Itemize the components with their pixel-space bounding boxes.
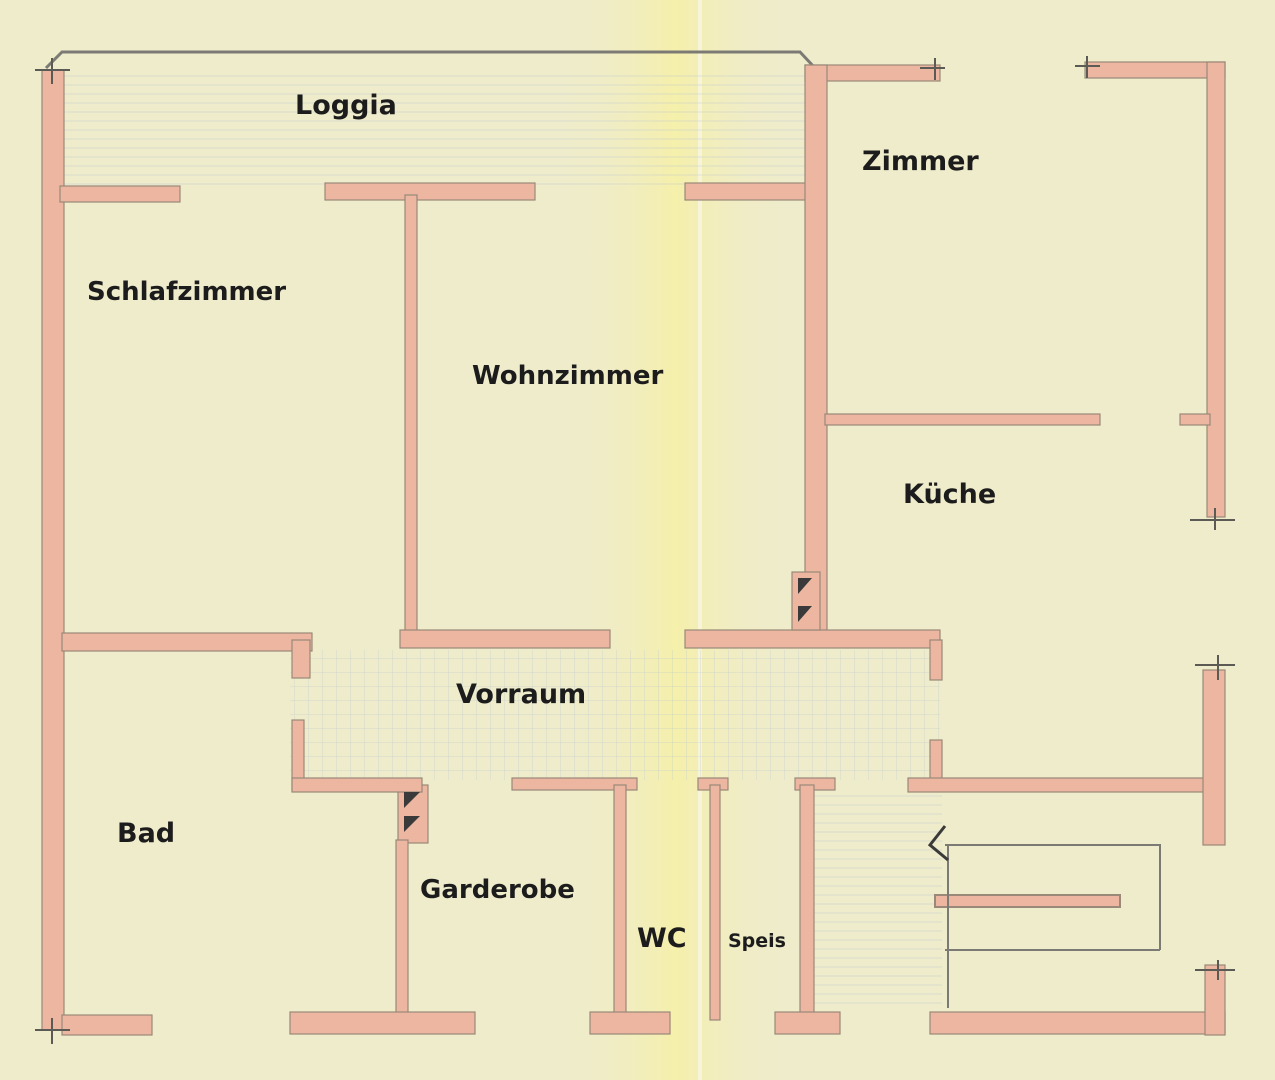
loggia-hatching <box>60 70 805 185</box>
wall <box>613 784 627 1016</box>
wall <box>709 784 721 1021</box>
wall <box>1204 964 1226 1036</box>
wall <box>511 777 638 791</box>
wall <box>399 629 611 649</box>
room-label-schlafzimmer: Schlafzimmer <box>87 277 286 307</box>
wall <box>804 64 828 636</box>
wall <box>907 777 1219 793</box>
wall <box>289 1011 476 1035</box>
chimney-marks <box>404 578 812 832</box>
wall <box>291 777 423 793</box>
wall <box>61 1014 153 1036</box>
wall <box>799 784 815 1016</box>
room-label-speis: Speis <box>728 930 786 952</box>
dimension-ticks <box>35 56 1235 1044</box>
wall <box>1084 61 1226 79</box>
wall <box>61 632 313 652</box>
wall <box>589 1011 671 1035</box>
room-label-vorraum: Vorraum <box>456 679 586 710</box>
wall <box>59 185 181 203</box>
room-label-loggia: Loggia <box>295 90 397 121</box>
wall <box>1179 413 1211 426</box>
room-label-zimmer: Zimmer <box>862 146 979 177</box>
room-label-kueche: Küche <box>903 479 996 510</box>
wall <box>1206 61 1226 518</box>
room-label-wohnzimmer: Wohnzimmer <box>472 361 663 391</box>
staircase <box>927 825 1161 1008</box>
wall <box>44 50 817 70</box>
wall <box>684 629 941 649</box>
wall <box>774 1011 841 1035</box>
room-label-bad: Bad <box>117 818 175 849</box>
wall <box>684 182 811 201</box>
wall <box>324 182 536 201</box>
vorraum-tile-hatching <box>290 650 940 780</box>
wall <box>824 413 1101 426</box>
wall <box>395 839 409 1016</box>
wall <box>41 69 65 1031</box>
wall <box>404 194 418 636</box>
wall <box>929 639 943 681</box>
wall <box>929 1011 1226 1035</box>
wall <box>1202 669 1226 846</box>
wall <box>929 739 943 781</box>
room-label-garderobe: Garderobe <box>420 875 575 905</box>
room-label-wc: WC <box>637 923 687 954</box>
wall <box>291 639 311 679</box>
staircase-hatching <box>812 790 942 1010</box>
walls <box>41 50 1226 1036</box>
